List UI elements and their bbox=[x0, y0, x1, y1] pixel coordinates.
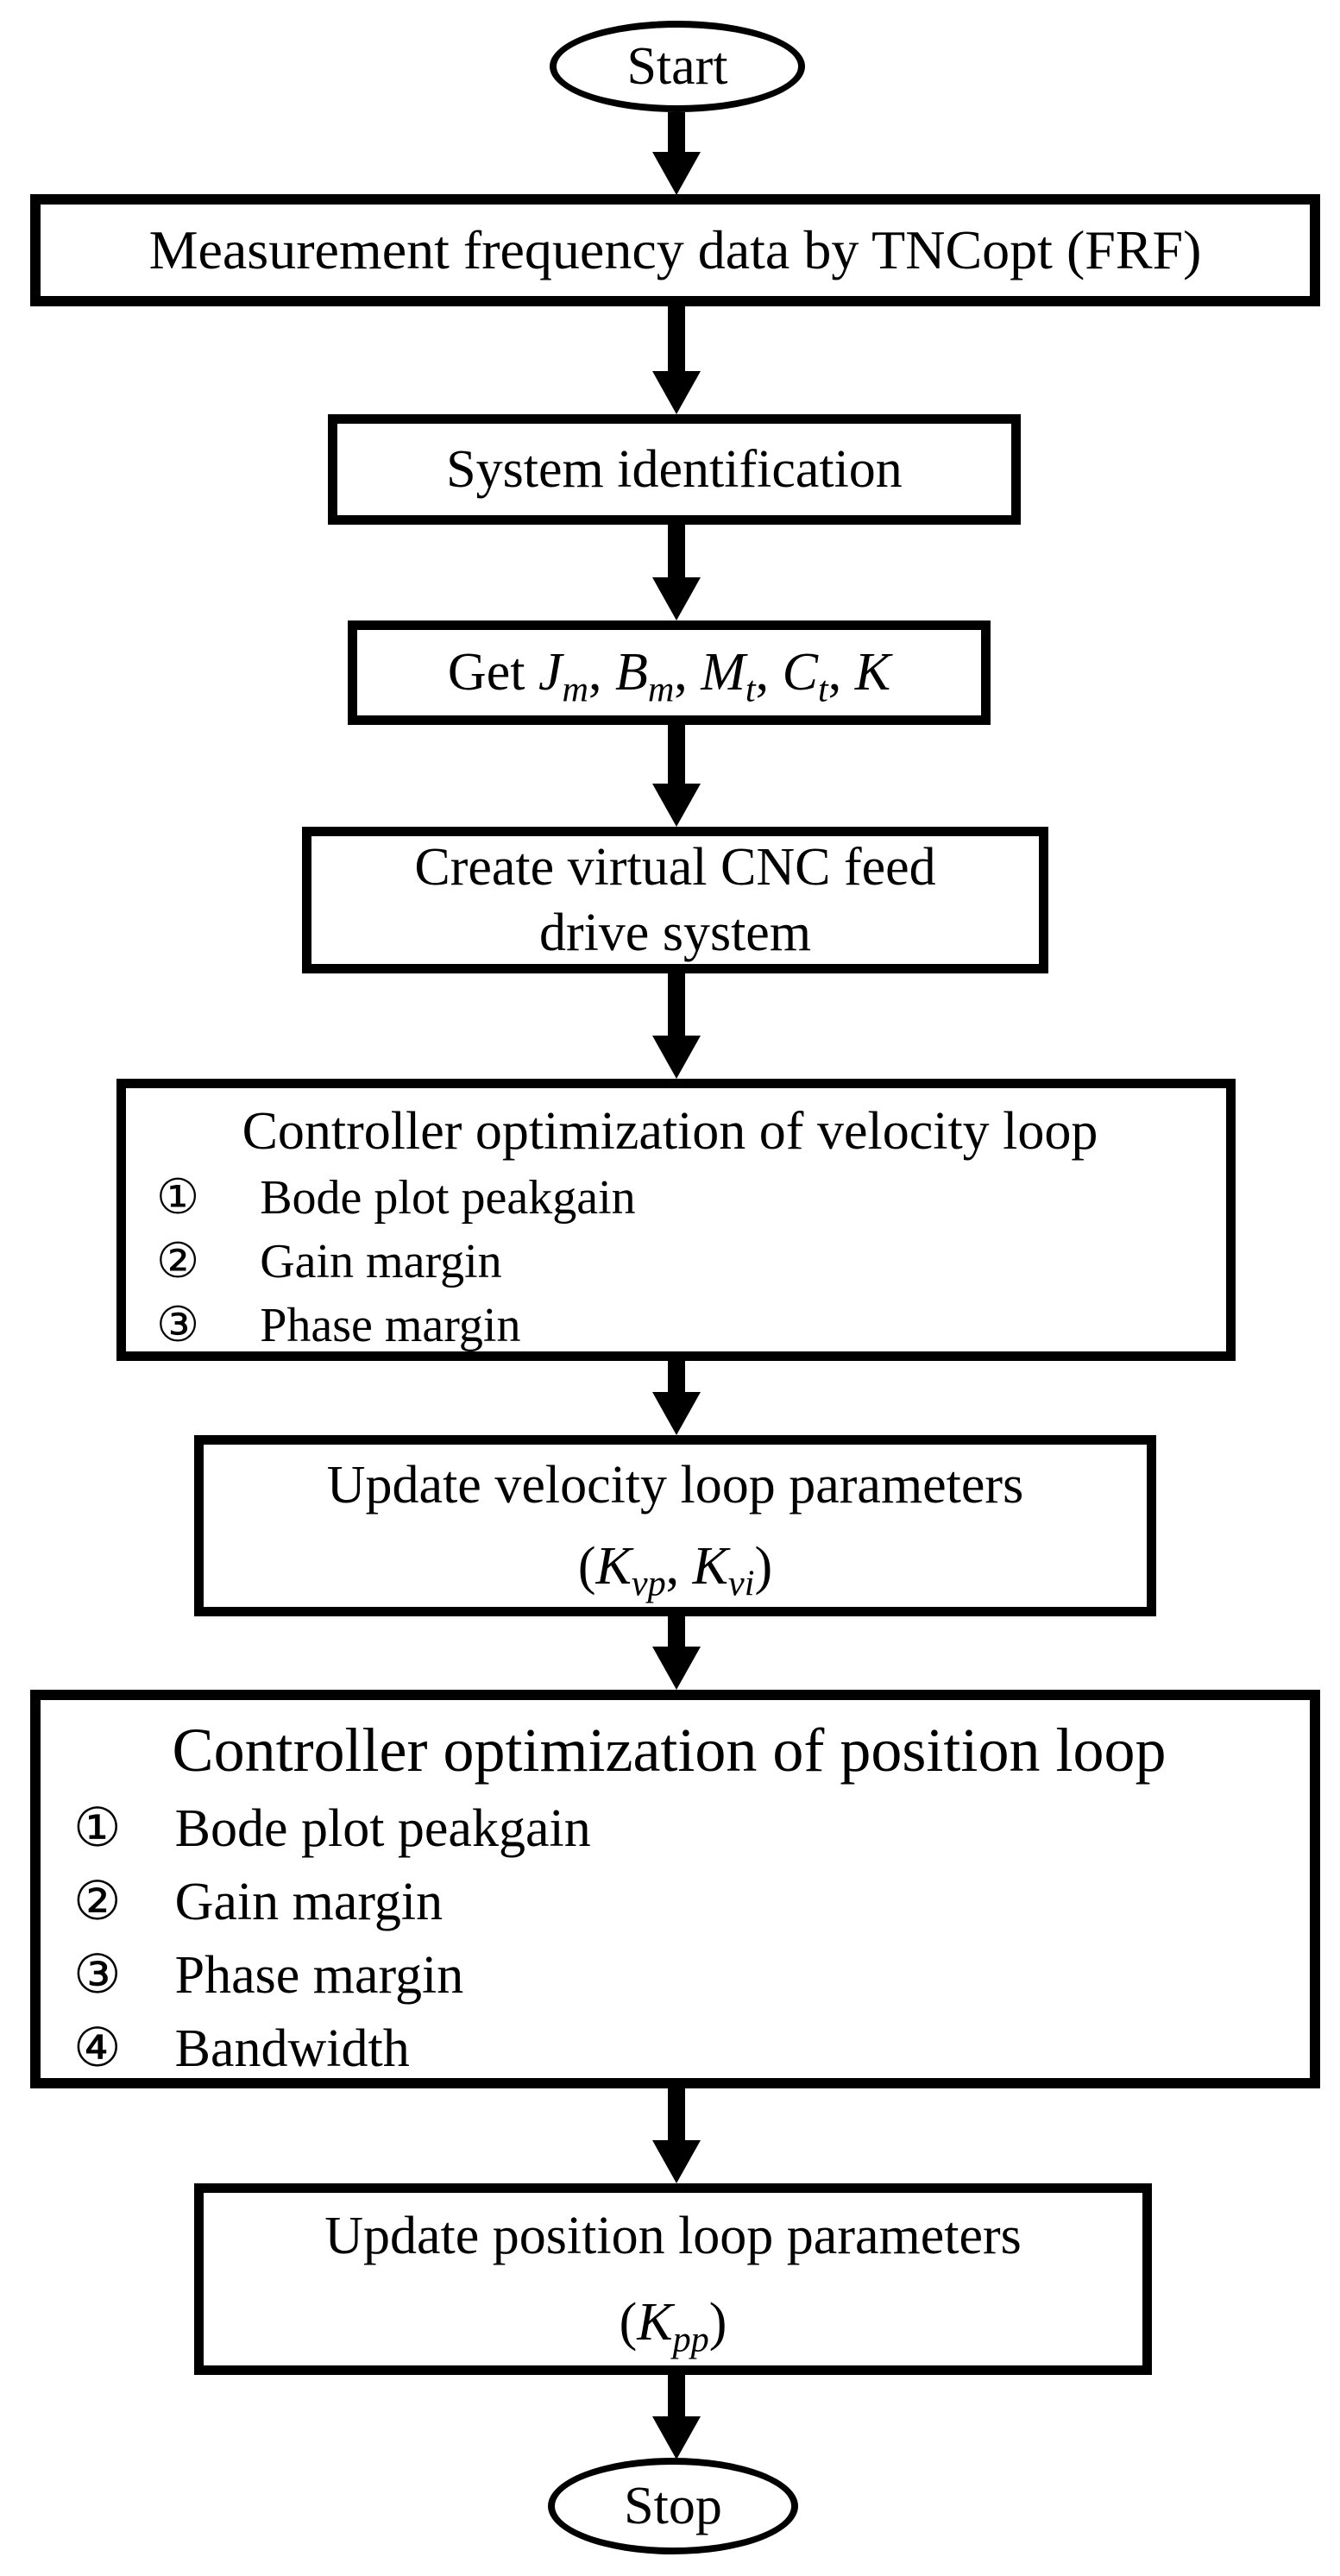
down-arrow bbox=[652, 2088, 701, 2183]
arrow-head-icon bbox=[652, 371, 701, 414]
start-terminator: Start bbox=[550, 21, 805, 112]
measurement-box: Measurement frequency data by TNCopt (FR… bbox=[30, 194, 1320, 306]
arrow-head-icon bbox=[652, 1392, 701, 1435]
list-item: ③ Phase margin bbox=[126, 1294, 1214, 1357]
system-identification-box: System identification bbox=[328, 414, 1021, 525]
down-arrow bbox=[652, 2375, 701, 2459]
velocity-update-params: (Kvp, Kvi) bbox=[577, 1537, 773, 1604]
list-item-label: Gain margin bbox=[260, 1235, 502, 1288]
position-update-box: Update position loop parameters (Kpp) bbox=[194, 2183, 1152, 2375]
arrow-shaft bbox=[668, 306, 685, 371]
down-arrow bbox=[652, 306, 701, 414]
circled-number: ③ bbox=[73, 1946, 122, 2005]
down-arrow bbox=[652, 112, 701, 195]
create-virtual-line1: Create virtual CNC feed bbox=[414, 838, 936, 897]
circled-number: ① bbox=[73, 1799, 122, 1858]
arrow-head-icon bbox=[652, 1036, 701, 1079]
arrow-head-icon bbox=[652, 2416, 701, 2459]
list-item-label: Phase margin bbox=[174, 1946, 464, 2005]
arrow-head-icon bbox=[652, 2140, 701, 2183]
start-label: Start bbox=[626, 36, 728, 96]
velocity-optimization-box: Controller optimization of velocity loop… bbox=[116, 1079, 1236, 1361]
down-arrow bbox=[652, 1361, 701, 1435]
position-update-params: (Kpp) bbox=[619, 2293, 727, 2360]
get-parameters-label: Get Jm, Bm, Mt, Ct, K bbox=[447, 643, 891, 710]
arrow-shaft bbox=[668, 112, 685, 152]
arrow-shaft bbox=[668, 973, 685, 1036]
down-arrow bbox=[652, 725, 701, 827]
arrow-head-icon bbox=[652, 152, 701, 195]
arrow-head-icon bbox=[652, 577, 701, 620]
list-item: ④ Bandwidth bbox=[41, 2012, 1298, 2086]
get-parameters-box: Get Jm, Bm, Mt, Ct, K bbox=[348, 620, 991, 725]
down-arrow bbox=[652, 973, 701, 1079]
list-item-label: Bode plot peakgain bbox=[174, 1799, 591, 1858]
list-item: ① Bode plot peakgain bbox=[41, 1792, 1298, 1866]
list-item: ② Gain margin bbox=[126, 1230, 1214, 1294]
stop-terminator: Stop bbox=[548, 2458, 798, 2554]
down-arrow bbox=[652, 525, 701, 620]
arrow-head-icon bbox=[652, 1647, 701, 1690]
list-item-label: Phase margin bbox=[260, 1299, 521, 1352]
circled-number: ① bbox=[156, 1171, 200, 1225]
circled-number: ② bbox=[156, 1235, 200, 1288]
arrow-shaft bbox=[668, 1616, 685, 1647]
arrow-shaft bbox=[668, 725, 685, 784]
list-item: ② Gain margin bbox=[41, 1866, 1298, 1939]
position-update-label: Update position loop parameters bbox=[324, 2207, 1022, 2265]
circled-number: ③ bbox=[156, 1299, 200, 1352]
create-virtual-line2: drive system bbox=[538, 904, 812, 962]
list-item-label: Bandwidth bbox=[174, 2019, 410, 2078]
list-item-label: Bode plot peakgain bbox=[260, 1171, 636, 1225]
arrow-head-icon bbox=[652, 784, 701, 827]
list-item: ③ Phase margin bbox=[41, 1939, 1298, 2012]
create-virtual-box: Create virtual CNC feed drive system bbox=[302, 827, 1048, 973]
circled-number: ② bbox=[73, 1873, 122, 1931]
position-optimization-title: Controller optimization of position loop bbox=[172, 1716, 1167, 1785]
list-item-label: Gain margin bbox=[174, 1873, 444, 1931]
velocity-update-label: Update velocity loop parameters bbox=[326, 1456, 1024, 1515]
stop-label: Stop bbox=[624, 2476, 722, 2535]
velocity-update-box: Update velocity loop parameters (Kvp, Kv… bbox=[194, 1435, 1156, 1616]
list-item: ① Bode plot peakgain bbox=[126, 1166, 1214, 1230]
arrow-shaft bbox=[668, 2375, 685, 2416]
arrow-shaft bbox=[668, 2088, 685, 2140]
arrow-shaft bbox=[668, 1361, 685, 1392]
velocity-optimization-title: Controller optimization of velocity loop bbox=[242, 1102, 1098, 1161]
circled-number: ④ bbox=[73, 2019, 122, 2078]
down-arrow bbox=[652, 1616, 701, 1690]
position-optimization-box: Controller optimization of position loop… bbox=[30, 1690, 1320, 2088]
measurement-label: Measurement frequency data by TNCopt (FR… bbox=[148, 219, 1202, 280]
arrow-shaft bbox=[668, 525, 685, 577]
system-identification-label: System identification bbox=[446, 439, 903, 499]
